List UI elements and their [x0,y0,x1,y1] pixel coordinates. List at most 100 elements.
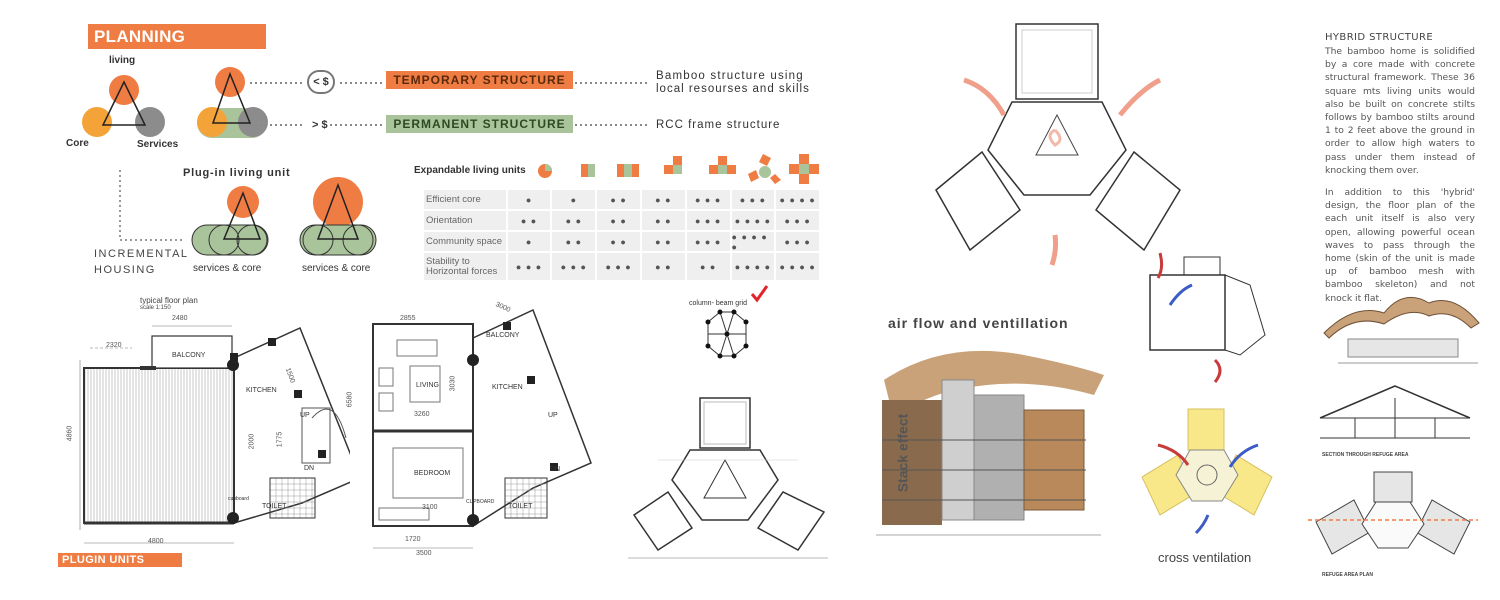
cupboard-label-2: CUPBOARD [466,499,495,505]
stack-effect-section [876,350,1104,536]
dim-2320: 2320 [106,342,122,349]
services-label: Services [137,139,179,150]
rating-cell: ● ● [641,190,685,209]
dim-3260: 3260 [414,411,430,418]
rating-cell: ● ● [552,232,596,251]
dim-3030: 3030 [449,375,457,392]
cupboard-label: cupboard [228,496,249,502]
perm-cost-symbol: > $ [312,119,328,131]
rating-cell: ● ● ● ● [776,253,820,280]
rating-cell: ● ● [597,232,640,251]
services-circle [135,107,165,137]
table-row: Stability to Horizontal forces ● ● ● ● ●… [424,253,821,280]
rating-cell: ● ● [686,253,730,280]
hybrid-title: HYBRID STRUCTURE [1325,32,1434,43]
row-label: Stability to Horizontal forces [424,253,506,280]
typical-floor-plan-label: typical floor plan [140,296,198,305]
dotted-connectors [250,82,650,126]
refuge-area-plan-label: REFUGE AREA PLAN [1322,572,1374,578]
rating-cell: ● ● ● [597,253,640,280]
row-label: Orientation [424,211,506,230]
dim-2855: 2855 [400,315,416,322]
cluster-floor-plan [628,397,828,559]
cross-ventilation-label: cross ventilation [1158,550,1252,565]
table-row: Orientation ● ● ● ● ● ● ● ● ● ● ● ● ● ● … [424,211,821,230]
typical-floor-plan [79,325,350,544]
rating-cell: ● ● ● ● [731,253,775,280]
rating-cell: ● ● ● ● [731,211,775,230]
kitchen-label: KITCHEN [246,387,277,394]
incremental-label-2: HOUSING [94,264,156,276]
rating-cell: ● ● [597,211,640,230]
toilet-label-2: TOILET [508,503,533,510]
rating-cell: ● ● ● [686,211,730,230]
plugin-heading: Plug-in living unit [183,167,291,179]
section-through-refuge-label: SECTION THROUGH REFUGE AREA [1322,452,1409,458]
hybrid-paragraph-1: The bamboo home is solidified by a core … [1325,46,1475,176]
balcony-label: BALCONY [172,352,206,359]
airflow-cluster-plan [935,23,1181,266]
table-row: Efficient core ● ● ● ● ● ● ● ● ● ● ● ● ●… [424,190,821,209]
temporary-structure-label: TEMPORARY STRUCTURE [386,71,573,89]
rating-cell: ● ● [641,253,685,280]
rating-cell: ● ● [552,211,596,230]
living-room-label: LIVING [416,382,439,389]
dim-4800: 4800 [148,538,164,545]
temp-cost-symbol: < $ [307,70,335,94]
dim-1775: 1775 [276,431,284,448]
temp-desc-line1: Bamboo structure using [656,70,804,82]
expandable-units-heading: Expandable living units [414,165,526,176]
kitchen-label-2: KITCHEN [492,384,523,391]
planning-concept-title: PLANNING CONCEPT [88,24,266,71]
column-beam-grid-diagram [705,285,769,359]
rating-cell: ● ● ● [552,253,596,280]
cross-ventilation-diagram [1141,408,1273,535]
dn-label-2: DN [550,466,561,473]
rating-cell: ● ● ● [686,190,730,209]
toilet-label: TOILET [262,503,287,510]
rating-cell: ● [552,190,596,209]
expansion-icons [538,154,819,184]
living-label: living [109,55,136,66]
up-label-2: UP [548,412,558,419]
rating-cell: ● ● ● [507,253,551,280]
table-row: Community space ● ● ● ● ● ● ● ● ● ● ● ● … [424,232,821,252]
living-circle [109,75,139,105]
dim-4860: 4860 [66,425,74,442]
airflow-title: air flow and ventillation [888,315,1069,331]
temp-desc-line2: local resourses and skills [656,83,810,95]
unit-airflow-plan [1149,252,1266,383]
services-core-label-1: services & core [193,263,262,274]
rating-cell: ● ● ● [776,232,820,251]
rating-cell: ● ● ● [686,232,730,251]
incremental-label-1: INCREMENTAL [94,248,189,260]
refuge-area-plan-drawing [1308,471,1478,555]
column-beam-grid-label: column- beam grid [689,300,747,307]
rating-cell: ● ● ● [731,190,775,209]
rating-cell: ● ● ● ● ● [731,232,775,252]
rating-cell: ● [507,232,551,251]
refuge-section-drawing [1319,385,1471,439]
dim-6580: 6580 [346,391,354,408]
rating-cell: ● ● [597,190,640,209]
core-label: Core [66,138,89,149]
rating-cell: ● ● [641,232,685,251]
core-living-services-diagram [82,75,165,137]
plugin-units-label: PLUGIN UNITS [58,553,182,567]
balcony-label-2: BALCONY [486,332,520,339]
dn-label: DN [304,465,315,472]
expandable-units-table: Efficient core ● ● ● ● ● ● ● ● ● ● ● ● ●… [424,190,821,282]
perm-desc: RCC frame structure [656,119,781,131]
dim-2000: 2000 [248,433,256,450]
core-circle [82,107,112,137]
rating-cell: ● ● ● [776,211,820,230]
rating-cell: ● [507,190,551,209]
dim-1720: 1720 [405,536,421,543]
hybrid-paragraph-2: In addition to this 'hybrid' design, the… [1325,187,1475,304]
dim-2480: 2480 [172,315,188,322]
rating-cell: ● ● ● ● [776,190,820,209]
permanent-structure-label: PERMANENT STRUCTURE [386,115,573,133]
incremental-housing-diagram [119,170,377,256]
services-core-label-2: services & core [302,263,371,274]
row-label: Community space [424,232,506,251]
